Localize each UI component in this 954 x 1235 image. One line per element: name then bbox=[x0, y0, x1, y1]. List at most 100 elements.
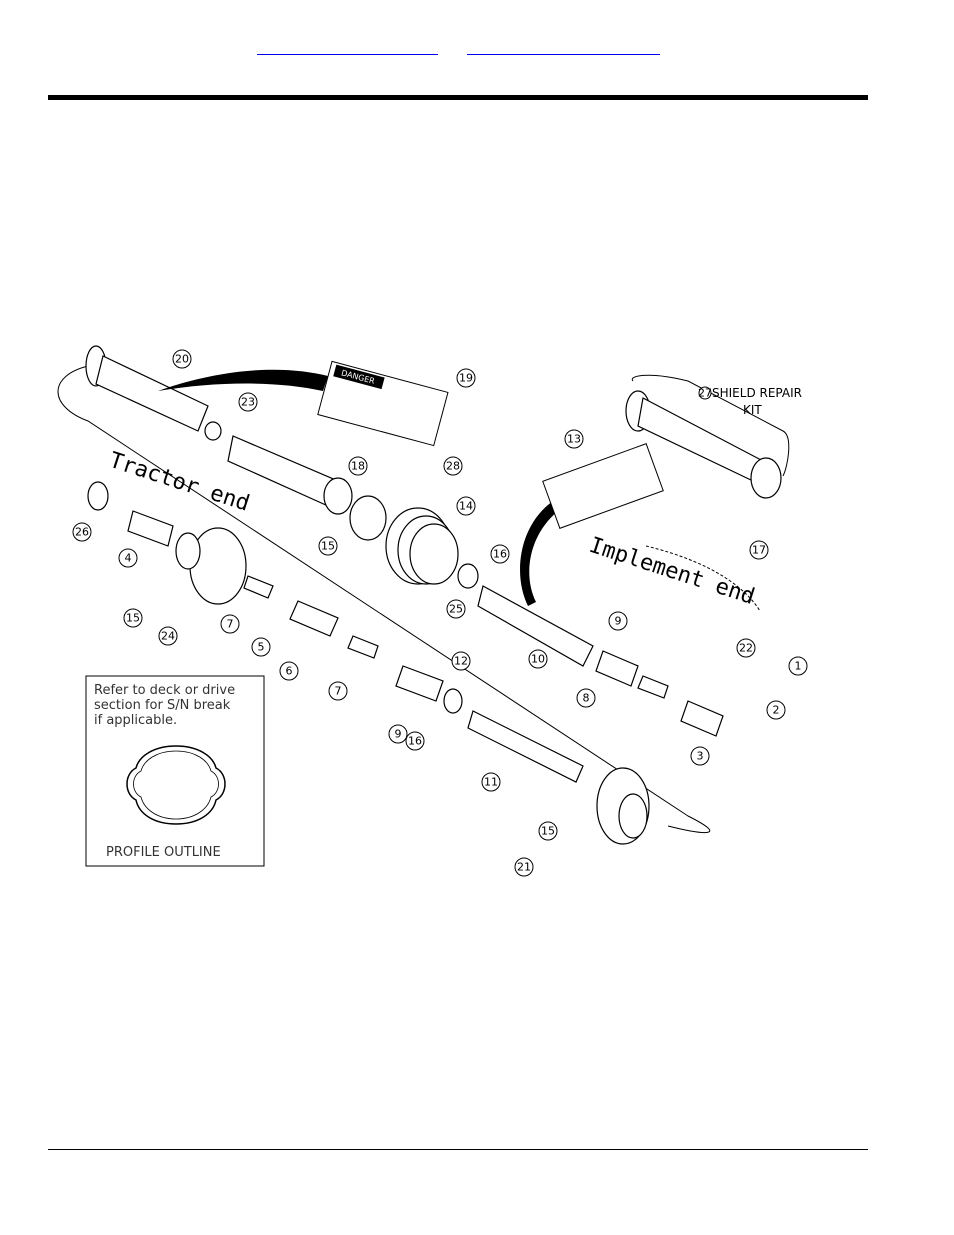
callout-label-2: 2 bbox=[773, 704, 780, 717]
callout-16: 16 bbox=[490, 544, 510, 564]
callout-9: 9 bbox=[608, 611, 628, 631]
header-link-right[interactable] bbox=[467, 38, 660, 55]
part-yoke-inner bbox=[289, 600, 339, 637]
callout-label-11: 11 bbox=[484, 776, 498, 789]
callout-label-17: 17 bbox=[752, 544, 766, 557]
callout-label-19: 19 bbox=[459, 372, 473, 385]
part-bearing-lower bbox=[443, 688, 463, 714]
callout-8: 8 bbox=[576, 688, 596, 708]
callout-4: 4 bbox=[118, 548, 138, 568]
callout-label-28: 28 bbox=[446, 460, 460, 473]
part-yoke-implement bbox=[595, 650, 639, 687]
header-rule bbox=[48, 95, 868, 100]
callout-label-10: 10 bbox=[531, 653, 545, 666]
note-line2: section for S/N break bbox=[94, 698, 231, 713]
part-shaft-upper bbox=[477, 585, 594, 667]
implement-end-label: Implement end bbox=[586, 533, 757, 610]
callout-27: 27 bbox=[698, 387, 712, 400]
callout-label-4: 4 bbox=[125, 552, 132, 565]
callout-label-7: 7 bbox=[335, 685, 342, 698]
callout-2: 2 bbox=[766, 700, 786, 720]
callout-9: 9 bbox=[388, 724, 408, 744]
callout-18: 18 bbox=[348, 456, 368, 476]
profile-outline-label: PROFILE OUTLINE bbox=[106, 845, 221, 860]
part-outer-tube bbox=[85, 345, 209, 432]
part-yoke-clutch bbox=[395, 665, 444, 702]
callout-26: 26 bbox=[72, 522, 92, 542]
callout-13: 13 bbox=[564, 429, 584, 449]
callout-25: 25 bbox=[446, 599, 466, 619]
callout-label-9: 9 bbox=[615, 615, 622, 628]
callout-label-15: 15 bbox=[321, 540, 335, 553]
part-bearing-top bbox=[457, 563, 479, 589]
envelope-outline bbox=[57, 365, 711, 833]
shield-kit-line1: SHIELD REPAIR bbox=[712, 386, 802, 400]
callout-label-20: 20 bbox=[175, 353, 189, 366]
part-cone-tractor bbox=[175, 527, 247, 605]
profile-note-box: Refer to deck or drive section for S/N b… bbox=[85, 675, 265, 867]
callout-22: 22 bbox=[736, 638, 756, 658]
part-shield-repair-kit bbox=[625, 374, 790, 499]
part-shaft-lower bbox=[467, 710, 584, 783]
callout-label-16: 16 bbox=[493, 548, 507, 561]
callout-label-24: 24 bbox=[161, 630, 175, 643]
note-line3: if applicable. bbox=[94, 713, 177, 728]
part-yoke-tractor bbox=[127, 510, 174, 547]
callout-21: 21 bbox=[514, 857, 534, 877]
callout-label-8: 8 bbox=[583, 692, 590, 705]
callout-6: 6 bbox=[279, 661, 299, 681]
note-line1: Refer to deck or drive bbox=[94, 683, 235, 698]
profile-outline-shape bbox=[126, 745, 226, 825]
warning-decal-implement bbox=[520, 443, 664, 606]
callout-label-15: 15 bbox=[541, 825, 555, 838]
callout-label-18: 18 bbox=[351, 460, 365, 473]
part-bellows bbox=[385, 507, 459, 585]
shield-kit-label: 27 SHIELD REPAIR KIT bbox=[698, 386, 802, 417]
callout-16: 16 bbox=[405, 731, 425, 751]
footer-rule bbox=[48, 1149, 868, 1150]
callout-label-3: 3 bbox=[697, 750, 704, 763]
part-yoke-end bbox=[680, 700, 724, 737]
header-link-left[interactable] bbox=[257, 38, 438, 55]
callout-12: 12 bbox=[451, 651, 471, 671]
callout-label-16: 16 bbox=[408, 735, 422, 748]
callout-label-1: 1 bbox=[795, 660, 802, 673]
part-cross-implement bbox=[637, 675, 669, 699]
callout-label-14: 14 bbox=[459, 500, 473, 513]
callout-7: 7 bbox=[220, 614, 240, 634]
callout-label-25: 25 bbox=[449, 603, 463, 616]
callout-24: 24 bbox=[158, 626, 178, 646]
part-safety-chain bbox=[645, 545, 761, 612]
callout-20: 20 bbox=[172, 349, 192, 369]
part-cone-implement bbox=[596, 767, 650, 845]
callout-15: 15 bbox=[538, 821, 558, 841]
callout-label-12: 12 bbox=[454, 655, 468, 668]
callout-label-5: 5 bbox=[258, 641, 265, 654]
callout-15: 15 bbox=[123, 608, 143, 628]
callout-label-13: 13 bbox=[567, 433, 581, 446]
shield-kit-line2: KIT bbox=[743, 403, 762, 417]
callout-15: 15 bbox=[318, 536, 338, 556]
callout-10: 10 bbox=[528, 649, 548, 669]
callout-label-15: 15 bbox=[126, 612, 140, 625]
callout-label-22: 22 bbox=[739, 642, 753, 655]
callout-label-9: 9 bbox=[395, 728, 402, 741]
part-cross-upper bbox=[243, 575, 274, 599]
callout-label-7: 7 bbox=[227, 618, 234, 631]
callout-label-23: 23 bbox=[241, 396, 255, 409]
callout-28: 28 bbox=[443, 456, 463, 476]
danger-decal: DANGER bbox=[158, 360, 449, 447]
callout-3: 3 bbox=[690, 746, 710, 766]
part-inner-tube bbox=[227, 435, 353, 515]
callout-19: 19 bbox=[456, 368, 476, 388]
part-snap-ring bbox=[87, 481, 109, 511]
part-bearing-ring bbox=[204, 421, 222, 441]
callout-17: 17 bbox=[749, 540, 769, 560]
callout-7: 7 bbox=[328, 681, 348, 701]
callout-label-26: 26 bbox=[75, 526, 89, 539]
callout-group: 1234567789910111213141515151616171819202… bbox=[72, 349, 808, 877]
callout-14: 14 bbox=[456, 496, 476, 516]
callout-23: 23 bbox=[238, 392, 258, 412]
callout-label-6: 6 bbox=[286, 665, 293, 678]
pto-driveline-exploded-diagram: DANGER Tractor end I bbox=[57, 345, 808, 877]
